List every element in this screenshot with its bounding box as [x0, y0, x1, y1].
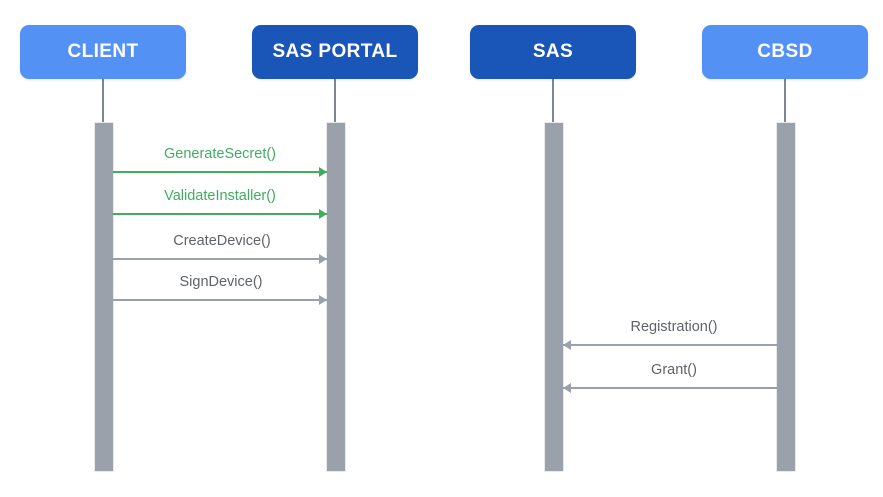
- actor-box-sas[interactable]: SAS: [470, 25, 636, 79]
- message-line-registration: [563, 344, 777, 346]
- message-label-registration: Registration(): [630, 319, 718, 335]
- arrow-head-sign-device: [319, 295, 327, 305]
- actor-box-sas-portal[interactable]: SAS PORTAL: [252, 25, 418, 79]
- message-label-validate-installer: ValidateInstaller(): [164, 188, 276, 204]
- lifeline-cbsd: [784, 79, 786, 123]
- arrow-head-grant: [563, 383, 571, 393]
- message-line-generate-secret: [113, 171, 327, 173]
- message-label-create-device: CreateDevice(): [173, 233, 271, 249]
- lifeline-client: [102, 79, 104, 123]
- lifeline-sas: [552, 79, 554, 123]
- activation-bar-client: [94, 122, 114, 472]
- arrow-head-generate-secret: [319, 167, 327, 177]
- lifeline-sas-portal: [334, 79, 336, 123]
- message-label-sign-device: SignDevice(): [179, 274, 263, 290]
- activation-bar-sas: [544, 122, 564, 472]
- actor-label-sas-portal: SAS PORTAL: [272, 41, 398, 62]
- actor-label-client: CLIENT: [67, 41, 139, 62]
- arrow-head-validate-installer: [319, 209, 327, 219]
- actor-box-client[interactable]: CLIENT: [20, 25, 186, 79]
- message-line-validate-installer: [113, 213, 327, 215]
- arrow-head-create-device: [319, 254, 327, 264]
- actor-label-cbsd: CBSD: [757, 41, 813, 62]
- activation-bar-sas-portal: [326, 122, 346, 472]
- message-line-create-device: [113, 258, 327, 260]
- message-label-generate-secret: GenerateSecret(): [163, 146, 277, 162]
- activation-bar-cbsd: [776, 122, 796, 472]
- message-line-grant: [563, 387, 777, 389]
- message-label-grant: Grant(): [651, 362, 697, 378]
- arrow-head-registration: [563, 340, 571, 350]
- message-line-sign-device: [113, 299, 327, 301]
- actor-label-sas: SAS: [532, 41, 574, 62]
- actor-box-cbsd[interactable]: CBSD: [702, 25, 868, 79]
